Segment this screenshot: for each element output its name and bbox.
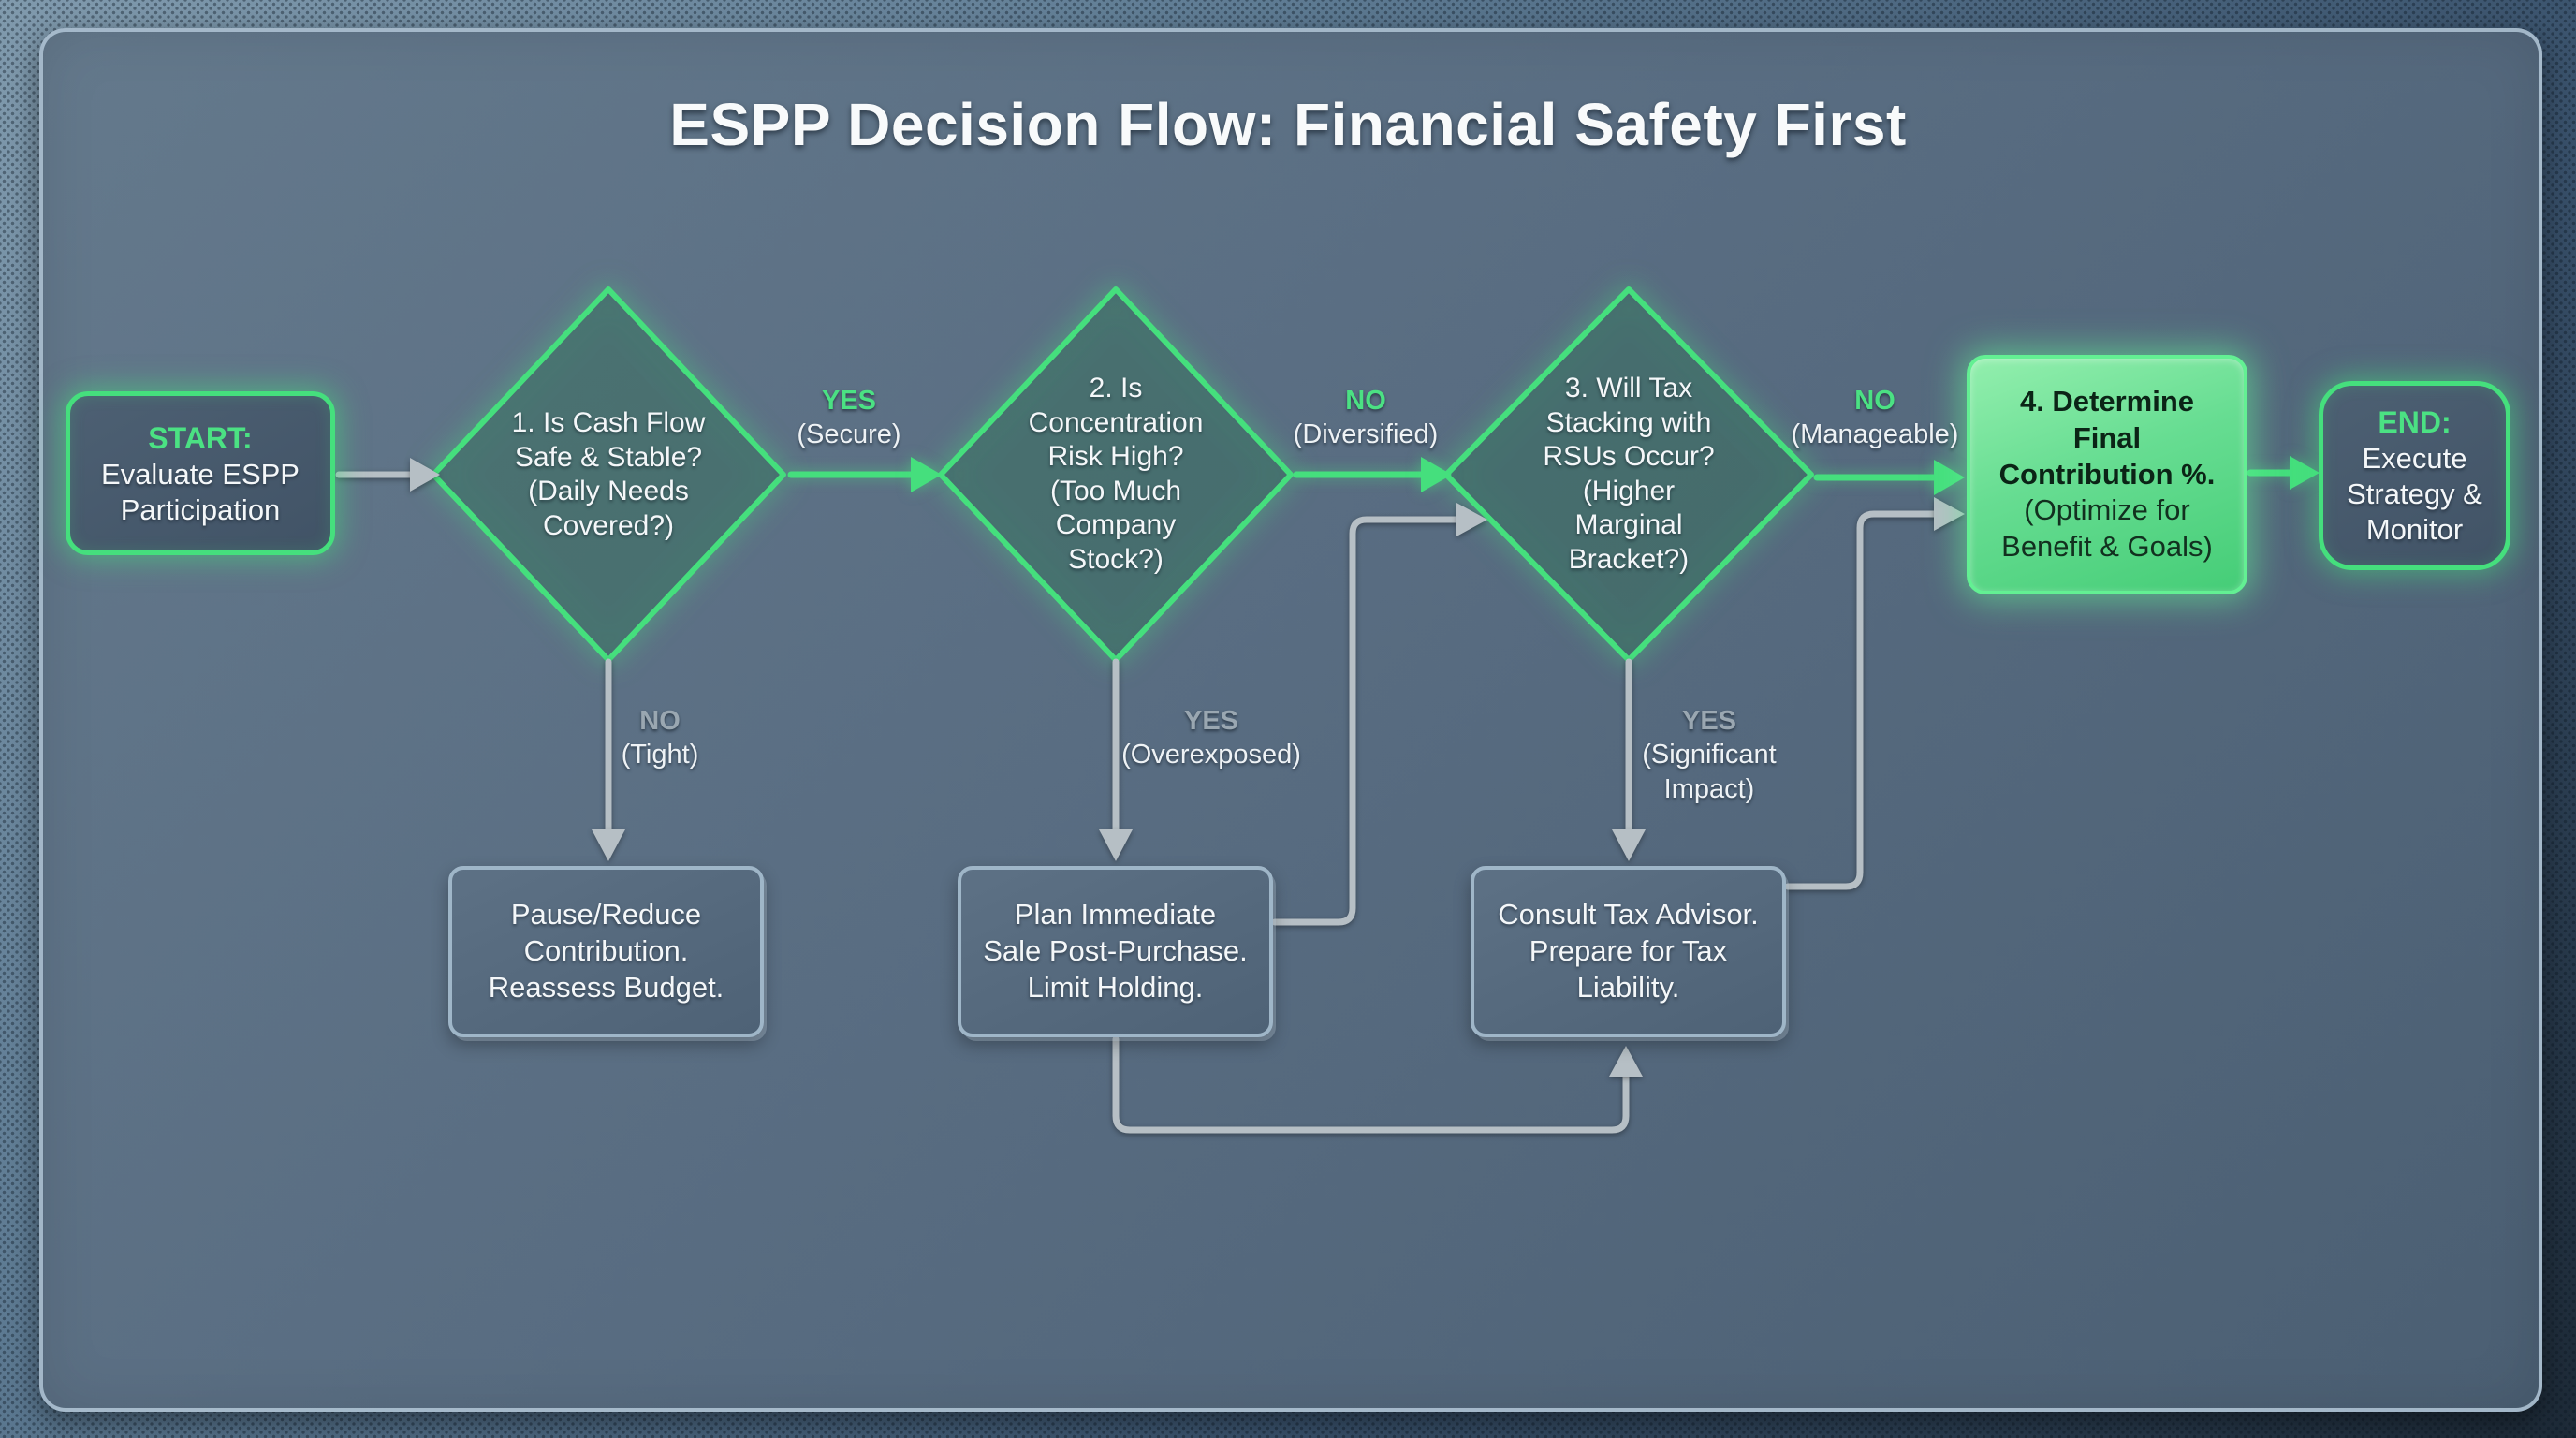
arrowhead-icon [1456, 503, 1487, 536]
arrowhead-icon [1934, 497, 1965, 531]
start-node-heading: START: [148, 420, 253, 455]
final-step-node: 4. Determine Final Contribution %. (Opti… [1967, 355, 2247, 594]
edge-q1-no-to-action-cashflow [592, 658, 625, 861]
arrowhead-icon [410, 458, 440, 492]
arrowhead-icon [2290, 456, 2320, 490]
decision-label-concentration: 2. Is Concentration Risk High? (Too Much… [1028, 373, 1204, 576]
start-node-label: Evaluate ESPP Participation [101, 457, 300, 526]
edge-label-q2-no: NO (Diversified) [1293, 386, 1439, 450]
final-step-heading: 4. Determine Final Contribution %. [1998, 385, 2216, 491]
arrowhead-icon [1934, 460, 1965, 495]
arrowhead-icon [1099, 829, 1133, 861]
edge-q2-no-to-q3 [1293, 457, 1452, 492]
final-step-subtext: (Optimize for Benefit & Goals) [2001, 493, 2213, 564]
arrowhead-icon [1609, 1046, 1643, 1077]
arrowhead-icon [1421, 457, 1452, 492]
arrowhead-icon [911, 457, 942, 492]
arrowhead-icon [592, 829, 625, 861]
edge-q3-no-to-step4 [1813, 460, 1965, 495]
edge-action-concentration-to-q3 [1271, 503, 1487, 926]
decision-label-tax: 3. Will Tax Stacking with RSUs Occur? (H… [1543, 373, 1715, 576]
edge-label-q1-no: NO (Tight) [621, 706, 699, 770]
edge-label-q3-yes: YES (Significant Impact) [1642, 706, 1777, 804]
end-node-heading: END: [2378, 405, 2452, 440]
arrowhead-icon [1612, 829, 1646, 861]
start-node: START: Evaluate ESPP Participation [66, 391, 335, 555]
page-title: ESPP Decision Flow: Financial Safety Fir… [669, 91, 1907, 158]
edge-q2-yes-to-action-concentration [1099, 658, 1133, 861]
action-node-concentration: Plan Immediate Sale Post-Purchase. Limit… [958, 866, 1273, 1037]
action-label-cashflow: Pause/Reduce Contribution. Reassess Budg… [488, 898, 724, 1004]
edge-step4-to-end [2247, 456, 2320, 490]
decision-label-cashflow: 1. Is Cash Flow Safe & Stable? (Daily Ne… [511, 406, 706, 541]
edge-label-q1-yes: YES (Secure) [797, 386, 901, 450]
end-node-label: Execute Strategy & Monitor [2347, 442, 2482, 546]
end-node: END: Execute Strategy & Monitor [2319, 381, 2510, 570]
edge-label-q2-yes: YES (Overexposed) [1121, 706, 1301, 770]
edge-q1-yes-to-q2 [787, 457, 942, 492]
action-label-concentration: Plan Immediate Sale Post-Purchase. Limit… [983, 898, 1248, 1004]
edge-action-concentration-to-action-tax [1112, 1035, 1643, 1134]
action-node-tax: Consult Tax Advisor. Prepare for Tax Lia… [1471, 866, 1786, 1037]
edge-action-tax-to-step4 [1784, 497, 1965, 890]
edge-q3-yes-to-action-tax [1612, 658, 1646, 861]
edge-label-q3-no: NO (Manageable) [1791, 386, 1959, 450]
action-node-cashflow: Pause/Reduce Contribution. Reassess Budg… [448, 866, 764, 1037]
edge-start-to-q1 [335, 458, 440, 492]
diagram-panel [39, 28, 2542, 1412]
action-label-tax: Consult Tax Advisor. Prepare for Tax Lia… [1498, 898, 1759, 1004]
